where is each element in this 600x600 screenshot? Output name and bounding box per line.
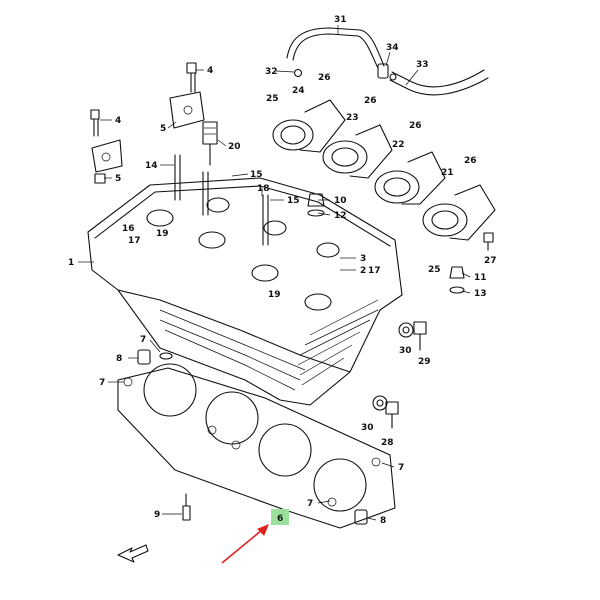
callout-32: 32 [265,67,278,77]
callout-5-top: 5 [160,124,166,134]
highlight-box [271,509,289,525]
callout-9: 9 [154,510,160,520]
forward-arrow-icon [117,544,149,563]
callout-28: 28 [381,438,394,448]
callout-34: 34 [386,43,399,53]
dowels-bolts [137,349,368,525]
callout-3: 3 [360,254,366,264]
callout-15-right: 15 [287,196,300,206]
callout-10: 10 [334,196,347,206]
breather-hose [286,27,489,96]
left-bolts-brackets [90,62,218,201]
callout-22: 22 [392,140,405,150]
callout-30-a: 30 [399,346,412,356]
callout-31: 31 [334,15,347,25]
callout-12: 12 [334,211,347,221]
intake-holders [272,99,496,241]
callout-19-mid: 19 [268,290,281,300]
callout-25-b: 25 [428,265,441,275]
callout-5-left: 5 [115,174,121,184]
callout-8-b: 8 [380,516,386,526]
callout-26-d: 26 [464,156,477,166]
callout-23: 23 [346,113,359,123]
callout-19-top: 19 [156,229,169,239]
callout-27: 27 [484,256,497,266]
callout-labels: 31 32 34 33 4 4 5 5 20 14 15 15 18 16 17… [68,15,497,526]
callout-33: 33 [416,60,429,70]
callout-20: 20 [228,142,241,152]
head-gasket [117,363,396,529]
leader-lines [78,25,471,521]
callout-16: 16 [122,224,135,234]
callout-7-c: 7 [398,463,404,473]
right-small-parts [307,193,494,429]
callout-18: 18 [257,184,270,194]
callout-4-top: 4 [207,66,213,76]
callout-17-left: 17 [128,236,141,246]
callout-7-a: 7 [140,335,146,345]
callout-11: 11 [474,273,487,283]
callout-6-highlighted: 6 [277,514,283,524]
callout-25-a: 25 [266,94,279,104]
callout-21: 21 [441,168,454,178]
callout-24: 24 [292,86,305,96]
callout-17-right: 17 [368,266,381,276]
callout-14: 14 [145,161,158,171]
callout-15-top: 15 [250,170,263,180]
callout-8-a: 8 [116,354,122,364]
callout-26-c: 26 [409,121,422,131]
callout-1: 1 [68,258,74,268]
callout-30-b: 30 [361,423,374,433]
callout-29: 29 [418,357,431,367]
cylinder-head [87,171,403,406]
red-arrow-icon [221,524,269,564]
callout-4-left: 4 [115,116,121,126]
callout-26-a: 26 [318,73,331,83]
callout-13: 13 [474,289,487,299]
callout-7-b: 7 [99,378,105,388]
callout-7-d: 7 [307,499,313,509]
callout-2: 2 [360,266,366,276]
callout-26-b: 26 [364,96,377,106]
